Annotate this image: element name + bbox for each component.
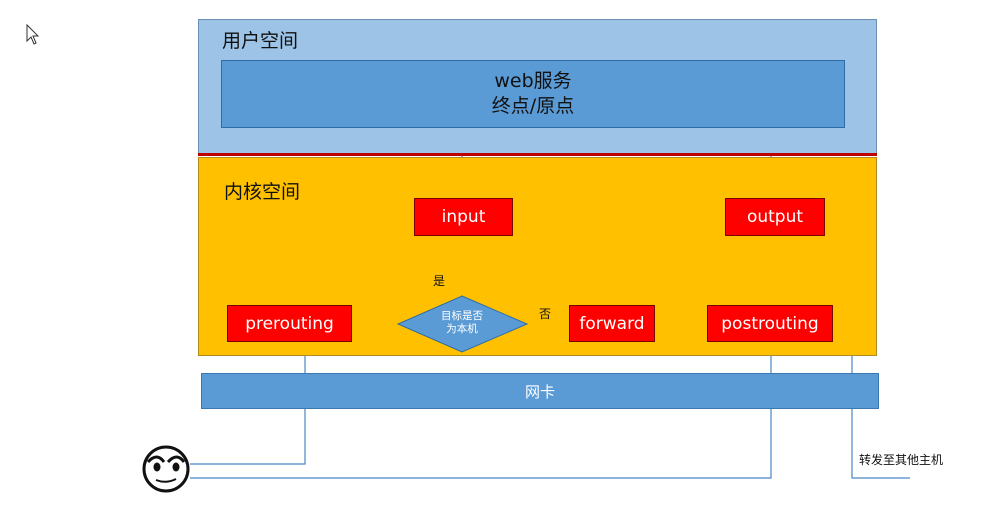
user-face-icon xyxy=(142,445,190,493)
decision-line-2: 为本机 xyxy=(446,323,478,335)
decision-text: 目标是否 为本机 xyxy=(420,310,504,336)
no-label: 否 xyxy=(539,307,552,321)
web-service-box: web服务 终点/原点 xyxy=(221,60,845,128)
user-kernel-divider xyxy=(198,153,877,156)
forward-chain-box: forward xyxy=(569,305,655,342)
prerouting-chain-box: prerouting xyxy=(227,305,352,342)
output-chain-box: output xyxy=(725,198,825,236)
web-service-subtitle: 终点/原点 xyxy=(491,95,575,117)
input-chain-box: input xyxy=(414,198,513,236)
postrouting-chain-box: postrouting xyxy=(707,305,833,342)
kernel-space-label: 内核空间 xyxy=(224,181,301,203)
nic-box: 网卡 xyxy=(201,373,879,409)
user-space-label: 用户空间 xyxy=(222,30,299,52)
forward-to-other-host-label: 转发至其他主机 xyxy=(859,453,944,467)
decision-line-1: 目标是否 xyxy=(441,310,483,322)
web-service-title: web服务 xyxy=(494,70,572,92)
nic-label: 网卡 xyxy=(524,382,555,401)
mouse-cursor-icon xyxy=(26,23,40,45)
yes-label: 是 xyxy=(433,274,446,288)
